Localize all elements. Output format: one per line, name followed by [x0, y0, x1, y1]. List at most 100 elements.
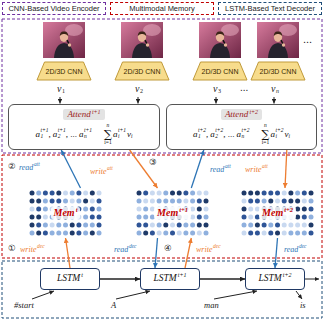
text-label: man	[204, 301, 219, 310]
memory-cell	[150, 191, 155, 196]
text-label: read	[19, 164, 33, 172]
memory-cell	[190, 191, 195, 196]
memory-cell	[242, 191, 247, 196]
subscript: 2	[58, 134, 66, 140]
cnn-block: 2D/3D CNN	[37, 62, 91, 80]
memory-cell	[163, 199, 168, 204]
memory-cell	[97, 215, 102, 220]
memory-cell	[143, 191, 148, 196]
recurrence-arrow	[305, 279, 319, 280]
memory-cell	[70, 199, 75, 204]
memory-cell	[43, 191, 48, 196]
memory-cell	[157, 199, 162, 204]
memory-label: Memt+1	[154, 207, 191, 219]
memory-cell	[275, 223, 280, 228]
feature-symbol: v	[284, 130, 288, 139]
memory-cell	[83, 207, 88, 212]
index-stack: t+12	[58, 128, 66, 140]
lstm-label: LSTMt+2	[259, 274, 292, 284]
memory-cell	[255, 223, 260, 228]
cnn-trapezoid	[251, 62, 305, 80]
memory-block: Memt+1	[135, 188, 210, 238]
memory-cell	[288, 191, 293, 196]
memory-cell	[157, 223, 162, 228]
memory-cell	[137, 231, 142, 236]
memory-cell	[309, 223, 314, 228]
memory-cell	[50, 191, 55, 196]
memory-cell	[70, 191, 75, 196]
connector	[155, 238, 158, 268]
memory-cell	[83, 215, 88, 220]
index-stack: t+2i	[275, 128, 283, 140]
memory-cell	[197, 207, 202, 212]
decoder-region	[2, 261, 322, 318]
memory-cell	[282, 231, 287, 236]
attend-tag: Attendt+2	[221, 109, 262, 120]
lstm-name: LSTM	[57, 273, 80, 283]
memory-cell	[143, 223, 148, 228]
memory-cell	[97, 207, 102, 212]
memory-cell	[137, 223, 142, 228]
memory-cell	[36, 207, 41, 212]
memory-cell	[183, 231, 188, 236]
weight-symbol: a	[79, 130, 84, 139]
separator: , ...	[223, 130, 234, 139]
text-label: read	[114, 246, 128, 254]
subscript: n	[84, 134, 92, 140]
weight-symbol: a	[210, 130, 215, 139]
memory-cell	[204, 215, 209, 220]
weighted-sum: n∑i=1at+1ivi	[104, 123, 132, 145]
memory-cell	[90, 191, 95, 196]
memory-cell	[295, 231, 300, 236]
memory-cell	[36, 199, 41, 204]
memory-cell	[288, 231, 293, 236]
header-text: CNN-Based Video Encoder	[8, 5, 99, 13]
cnn-block: 2D/3D CNN	[251, 62, 305, 80]
memory-cell	[204, 223, 209, 228]
memory-cell	[137, 191, 142, 196]
memory-cell	[50, 231, 55, 236]
memory-cell	[282, 199, 287, 204]
superscript: t+2	[284, 206, 293, 213]
memory-cell	[262, 199, 267, 204]
memory-cell	[268, 223, 273, 228]
memory-cell	[83, 199, 88, 204]
memory-cell	[63, 191, 68, 196]
text-label: att	[34, 162, 40, 168]
memory-cell	[137, 215, 142, 220]
memory-cell	[30, 191, 35, 196]
feature-symbol: v	[127, 130, 131, 139]
weight-symbol: a	[237, 130, 242, 139]
cnn-block: 2D/3D CNN	[115, 62, 169, 80]
text-label: dec	[299, 244, 307, 250]
superscript: t+1	[178, 272, 187, 278]
memory-cell	[70, 231, 75, 236]
memory-cell	[36, 191, 41, 196]
memory-name: Mem	[157, 207, 178, 218]
sum-lower: i=1	[262, 140, 269, 146]
memory-cell	[43, 231, 48, 236]
cnn-label: 2D/3D CNN	[124, 68, 161, 75]
memory-cell	[97, 223, 102, 228]
memory-cell	[30, 207, 35, 212]
memory-cell	[255, 199, 260, 204]
memory-cell	[204, 231, 209, 236]
memory-cell	[50, 223, 55, 228]
memory-cell	[295, 223, 300, 228]
memory-cell	[183, 199, 188, 204]
memory-cell	[275, 231, 280, 236]
memory-cell	[204, 207, 209, 212]
superscript: t+1	[179, 206, 188, 213]
memory-cell	[248, 223, 253, 228]
memory-cell	[150, 231, 155, 236]
memory-cell	[30, 199, 35, 204]
superscript: t+1	[92, 109, 101, 115]
subscript: 2	[215, 134, 223, 140]
memory-cell	[143, 199, 148, 204]
attend-label: Attend	[225, 109, 249, 119]
weight-list: at+11,at+12, ...at+1n	[36, 128, 93, 140]
memory-cell	[295, 191, 300, 196]
sum-operator: n∑i=1	[104, 123, 112, 145]
subscript: i	[288, 134, 290, 140]
word-input-arrow	[214, 291, 257, 299]
